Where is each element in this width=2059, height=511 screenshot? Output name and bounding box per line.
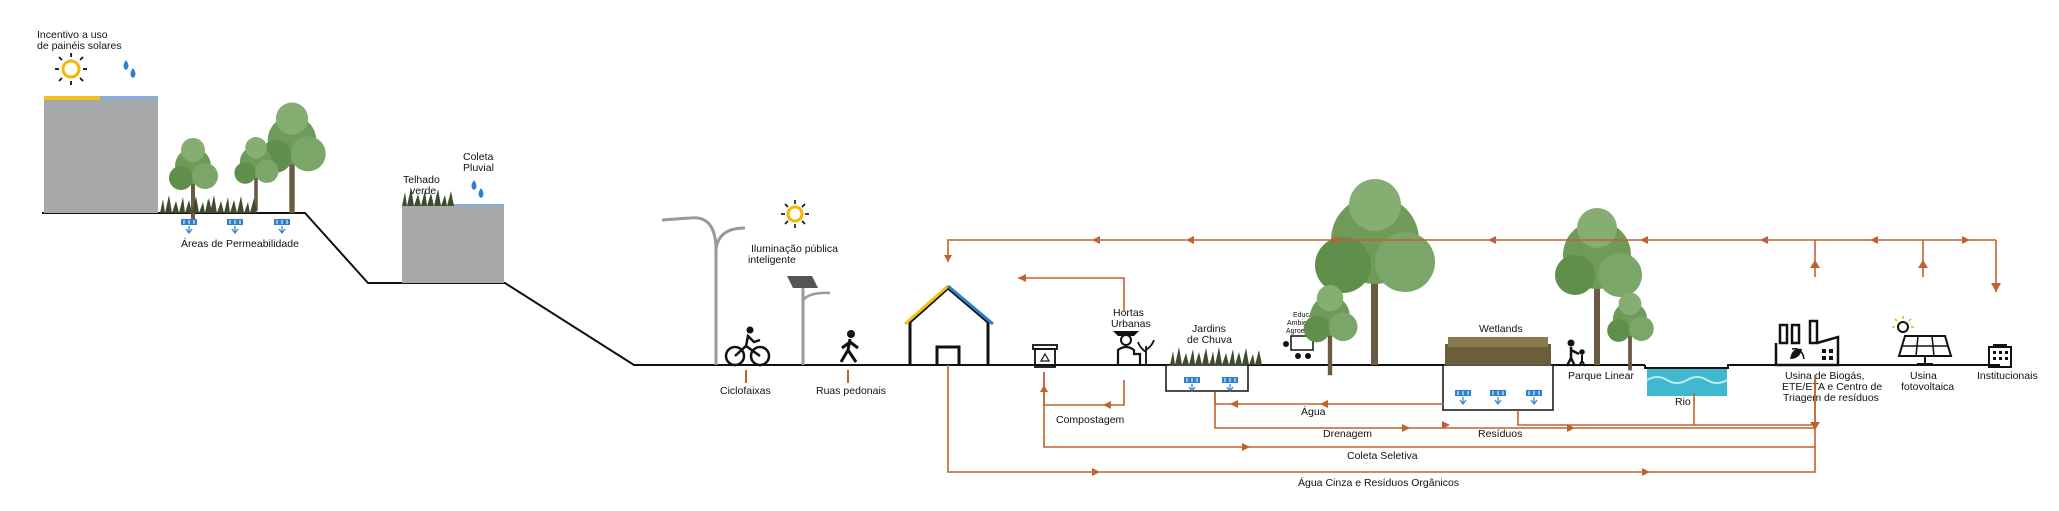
label-biogas-3: Triagem de resíduos — [1783, 392, 1879, 404]
label-institutional: Institucionais — [1977, 370, 2038, 382]
tree — [1607, 292, 1654, 371]
sun-icon — [55, 53, 87, 85]
label-pedestrian-streets: Ruas pedonais — [816, 385, 886, 397]
tree — [1555, 208, 1642, 365]
label-biogas-2: ETE/ETA e Centro de — [1782, 381, 1882, 393]
tree — [1315, 179, 1435, 365]
drain-icon — [226, 218, 244, 234]
label-smart-lighting-2: inteligente — [748, 254, 796, 266]
drain-icon — [273, 218, 291, 234]
label-rain-collection-2: Pluvial — [463, 162, 494, 174]
flow-compost — [1043, 372, 1125, 406]
wetland-vegetation — [1445, 337, 1551, 365]
flow-label-drainage: Drenagem — [1323, 428, 1372, 440]
grass — [160, 195, 212, 213]
label-permeability: Áreas de Permeabilidade — [181, 237, 299, 250]
solar-panel-icon — [1897, 335, 1953, 365]
flow-label-compost: Compostagem — [1056, 414, 1125, 426]
house-icon — [904, 284, 994, 365]
terrain-line — [42, 212, 2000, 369]
label-rain-collection-1: Coleta — [463, 151, 494, 163]
label-linear-park: Parque Linear — [1568, 370, 1634, 382]
factory-icon — [1774, 319, 1840, 367]
label-rain-gardens-1: Jardins — [1192, 323, 1226, 335]
label-solar-incentive-2: de painéis solares — [37, 40, 122, 52]
flow-water — [1214, 392, 1444, 405]
label-solar-plant-2: fotovoltaica — [1901, 381, 1954, 393]
label-green-roof-2: verde — [410, 185, 436, 197]
label-smart-lighting-1: Iluminação pública — [751, 243, 838, 255]
label-urban-gardens-1: Hortas — [1113, 307, 1144, 319]
flow-top-return — [947, 239, 1996, 262]
label-solar-incentive-1: Incentivo a uso — [37, 29, 108, 41]
grass — [1210, 347, 1262, 365]
flow-label-waste: Resíduos — [1478, 428, 1522, 440]
label-wetlands: Wetlands — [1479, 323, 1523, 335]
gardener-icon — [1113, 331, 1155, 364]
tree — [1303, 285, 1358, 376]
water-drops-icon — [471, 180, 484, 198]
recycling-bin-icon — [1032, 344, 1058, 368]
flow-garden-to-house — [1018, 277, 1125, 312]
tall-building — [44, 96, 158, 213]
label-urban-gardens-2: Urbanas — [1111, 318, 1151, 330]
label-bike-lanes: Ciclofaixas — [720, 385, 771, 397]
rain-garden-basin — [1165, 364, 1249, 392]
label-solar-plant-1: Usina — [1910, 370, 1937, 382]
flow-drainage — [1214, 392, 1815, 429]
sun-icon — [781, 200, 809, 228]
flow-arrowheads — [944, 236, 2001, 476]
flow-label-greywater: Água Cinza e Resíduos Orgânicos — [1298, 476, 1459, 489]
label-env-education-1: Educação — [1293, 312, 1324, 319]
label-river: Rio — [1675, 396, 1691, 408]
flow-greywater — [947, 365, 1816, 473]
family-icon — [1565, 339, 1586, 367]
label-rain-gardens-2: de Chuva — [1187, 334, 1232, 346]
drain-icon — [180, 218, 198, 234]
education-icon — [1283, 335, 1314, 359]
cyclist-icon — [724, 326, 771, 367]
label-biogas-1: Usina de Biogás, — [1785, 370, 1864, 382]
label-green-roof-1: Telhado — [403, 174, 440, 186]
sun-icon — [1892, 316, 1914, 333]
water-drops-icon — [123, 60, 136, 78]
flow-label-selective: Coleta Seletiva — [1347, 450, 1418, 462]
pedestrian-icon — [839, 330, 859, 363]
solar-lamp-icon — [787, 276, 831, 365]
green-roof-building — [402, 204, 504, 283]
grass — [205, 195, 257, 213]
streetlight-icon — [661, 216, 746, 365]
river — [1646, 369, 1728, 396]
building-icon — [1988, 344, 2012, 368]
flow-label-water: Água — [1301, 405, 1326, 418]
